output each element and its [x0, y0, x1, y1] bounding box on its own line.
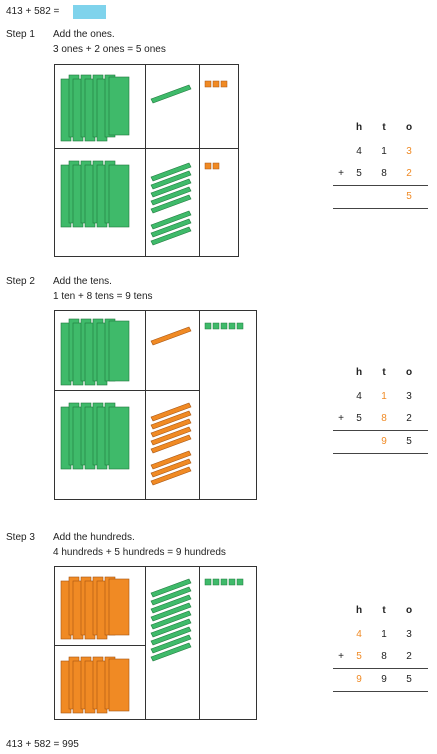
- tens-rods: [150, 84, 192, 104]
- hundreds-blocks: [60, 576, 130, 714]
- digit: 4: [356, 629, 362, 640]
- sum-rule: [333, 668, 428, 669]
- col-o: o: [405, 367, 413, 378]
- blocks-1: [60, 74, 228, 246]
- digit: 2: [406, 168, 412, 179]
- blocks-2: [60, 318, 244, 486]
- digit: 8: [381, 413, 387, 424]
- place-value-table-2: h t o 4 1 3 + 5 8 2 9 5: [333, 367, 433, 457]
- tens-rods-2: [150, 162, 192, 246]
- place-value-table-1: h t o 4 1 3 + 5 8 2 5: [333, 122, 433, 212]
- place-value-table-3: h t o 4 1 3 + 5 8 2 9 9 5: [333, 605, 433, 695]
- hundreds-blocks: [60, 318, 130, 470]
- final-equation: 413 + 582 = 995: [6, 739, 79, 750]
- digit: 8: [381, 651, 387, 662]
- digit: 3: [406, 146, 412, 157]
- digit: 3: [406, 391, 412, 402]
- base-ten-grid-1: [54, 64, 239, 257]
- col-h: h: [355, 605, 363, 616]
- digit: 3: [406, 629, 412, 640]
- plus-sign: +: [338, 651, 344, 662]
- ones-cubes: [204, 80, 228, 170]
- sum-rule: [333, 208, 428, 209]
- step-2-title: Add the tens.: [53, 276, 112, 287]
- blocks-3: [60, 576, 244, 714]
- result-digit: 5: [406, 191, 412, 202]
- step-2-label: Step 2: [6, 276, 35, 287]
- col-t: t: [382, 122, 386, 133]
- step-3-title: Add the hundreds.: [53, 532, 135, 543]
- digit: 1: [381, 146, 387, 157]
- result-digit: 9: [381, 674, 387, 685]
- col-h: h: [355, 367, 363, 378]
- result-digit: 5: [406, 674, 412, 685]
- digit: 4: [356, 391, 362, 402]
- sum-rule: [333, 185, 428, 186]
- digit: 8: [381, 168, 387, 179]
- tens-rods: [150, 326, 192, 486]
- col-t: t: [382, 367, 386, 378]
- col-h: h: [355, 122, 363, 133]
- digit: 2: [406, 413, 412, 424]
- col-t: t: [382, 605, 386, 616]
- col-o: o: [405, 122, 413, 133]
- ones-cubes: [204, 578, 244, 586]
- ones-cubes: [204, 322, 244, 330]
- step-3-label: Step 3: [6, 532, 35, 543]
- digit: 5: [356, 651, 362, 662]
- equation-heading: 413 + 582 =: [6, 6, 60, 17]
- plus-sign: +: [338, 413, 344, 424]
- step-3-sub: 4 hundreds + 5 hundreds = 9 hundreds: [53, 547, 226, 558]
- result-digit: 9: [381, 436, 387, 447]
- digit: 2: [406, 651, 412, 662]
- tens-rods: [150, 578, 192, 662]
- step-2-sub: 1 ten + 8 tens = 9 tens: [53, 291, 153, 302]
- plus-sign: +: [338, 168, 344, 179]
- digit: 1: [381, 629, 387, 640]
- result-digit: 5: [406, 436, 412, 447]
- digit: 5: [356, 168, 362, 179]
- result-digit: 9: [356, 674, 362, 685]
- sum-rule: [333, 691, 428, 692]
- digit: 4: [356, 146, 362, 157]
- hundreds-blocks: [60, 74, 130, 142]
- base-ten-grid-2: [54, 310, 257, 500]
- digit: 1: [381, 391, 387, 402]
- digit: 5: [356, 413, 362, 424]
- sum-rule: [333, 453, 428, 454]
- hundreds-blocks-2: [60, 160, 130, 228]
- step-1-title: Add the ones.: [53, 29, 115, 40]
- col-o: o: [405, 605, 413, 616]
- base-ten-grid-3: [54, 566, 257, 720]
- step-1-sub: 3 ones + 2 ones = 5 ones: [53, 44, 166, 55]
- step-1-label: Step 1: [6, 29, 35, 40]
- answer-box[interactable]: [73, 5, 106, 19]
- sum-rule: [333, 430, 428, 431]
